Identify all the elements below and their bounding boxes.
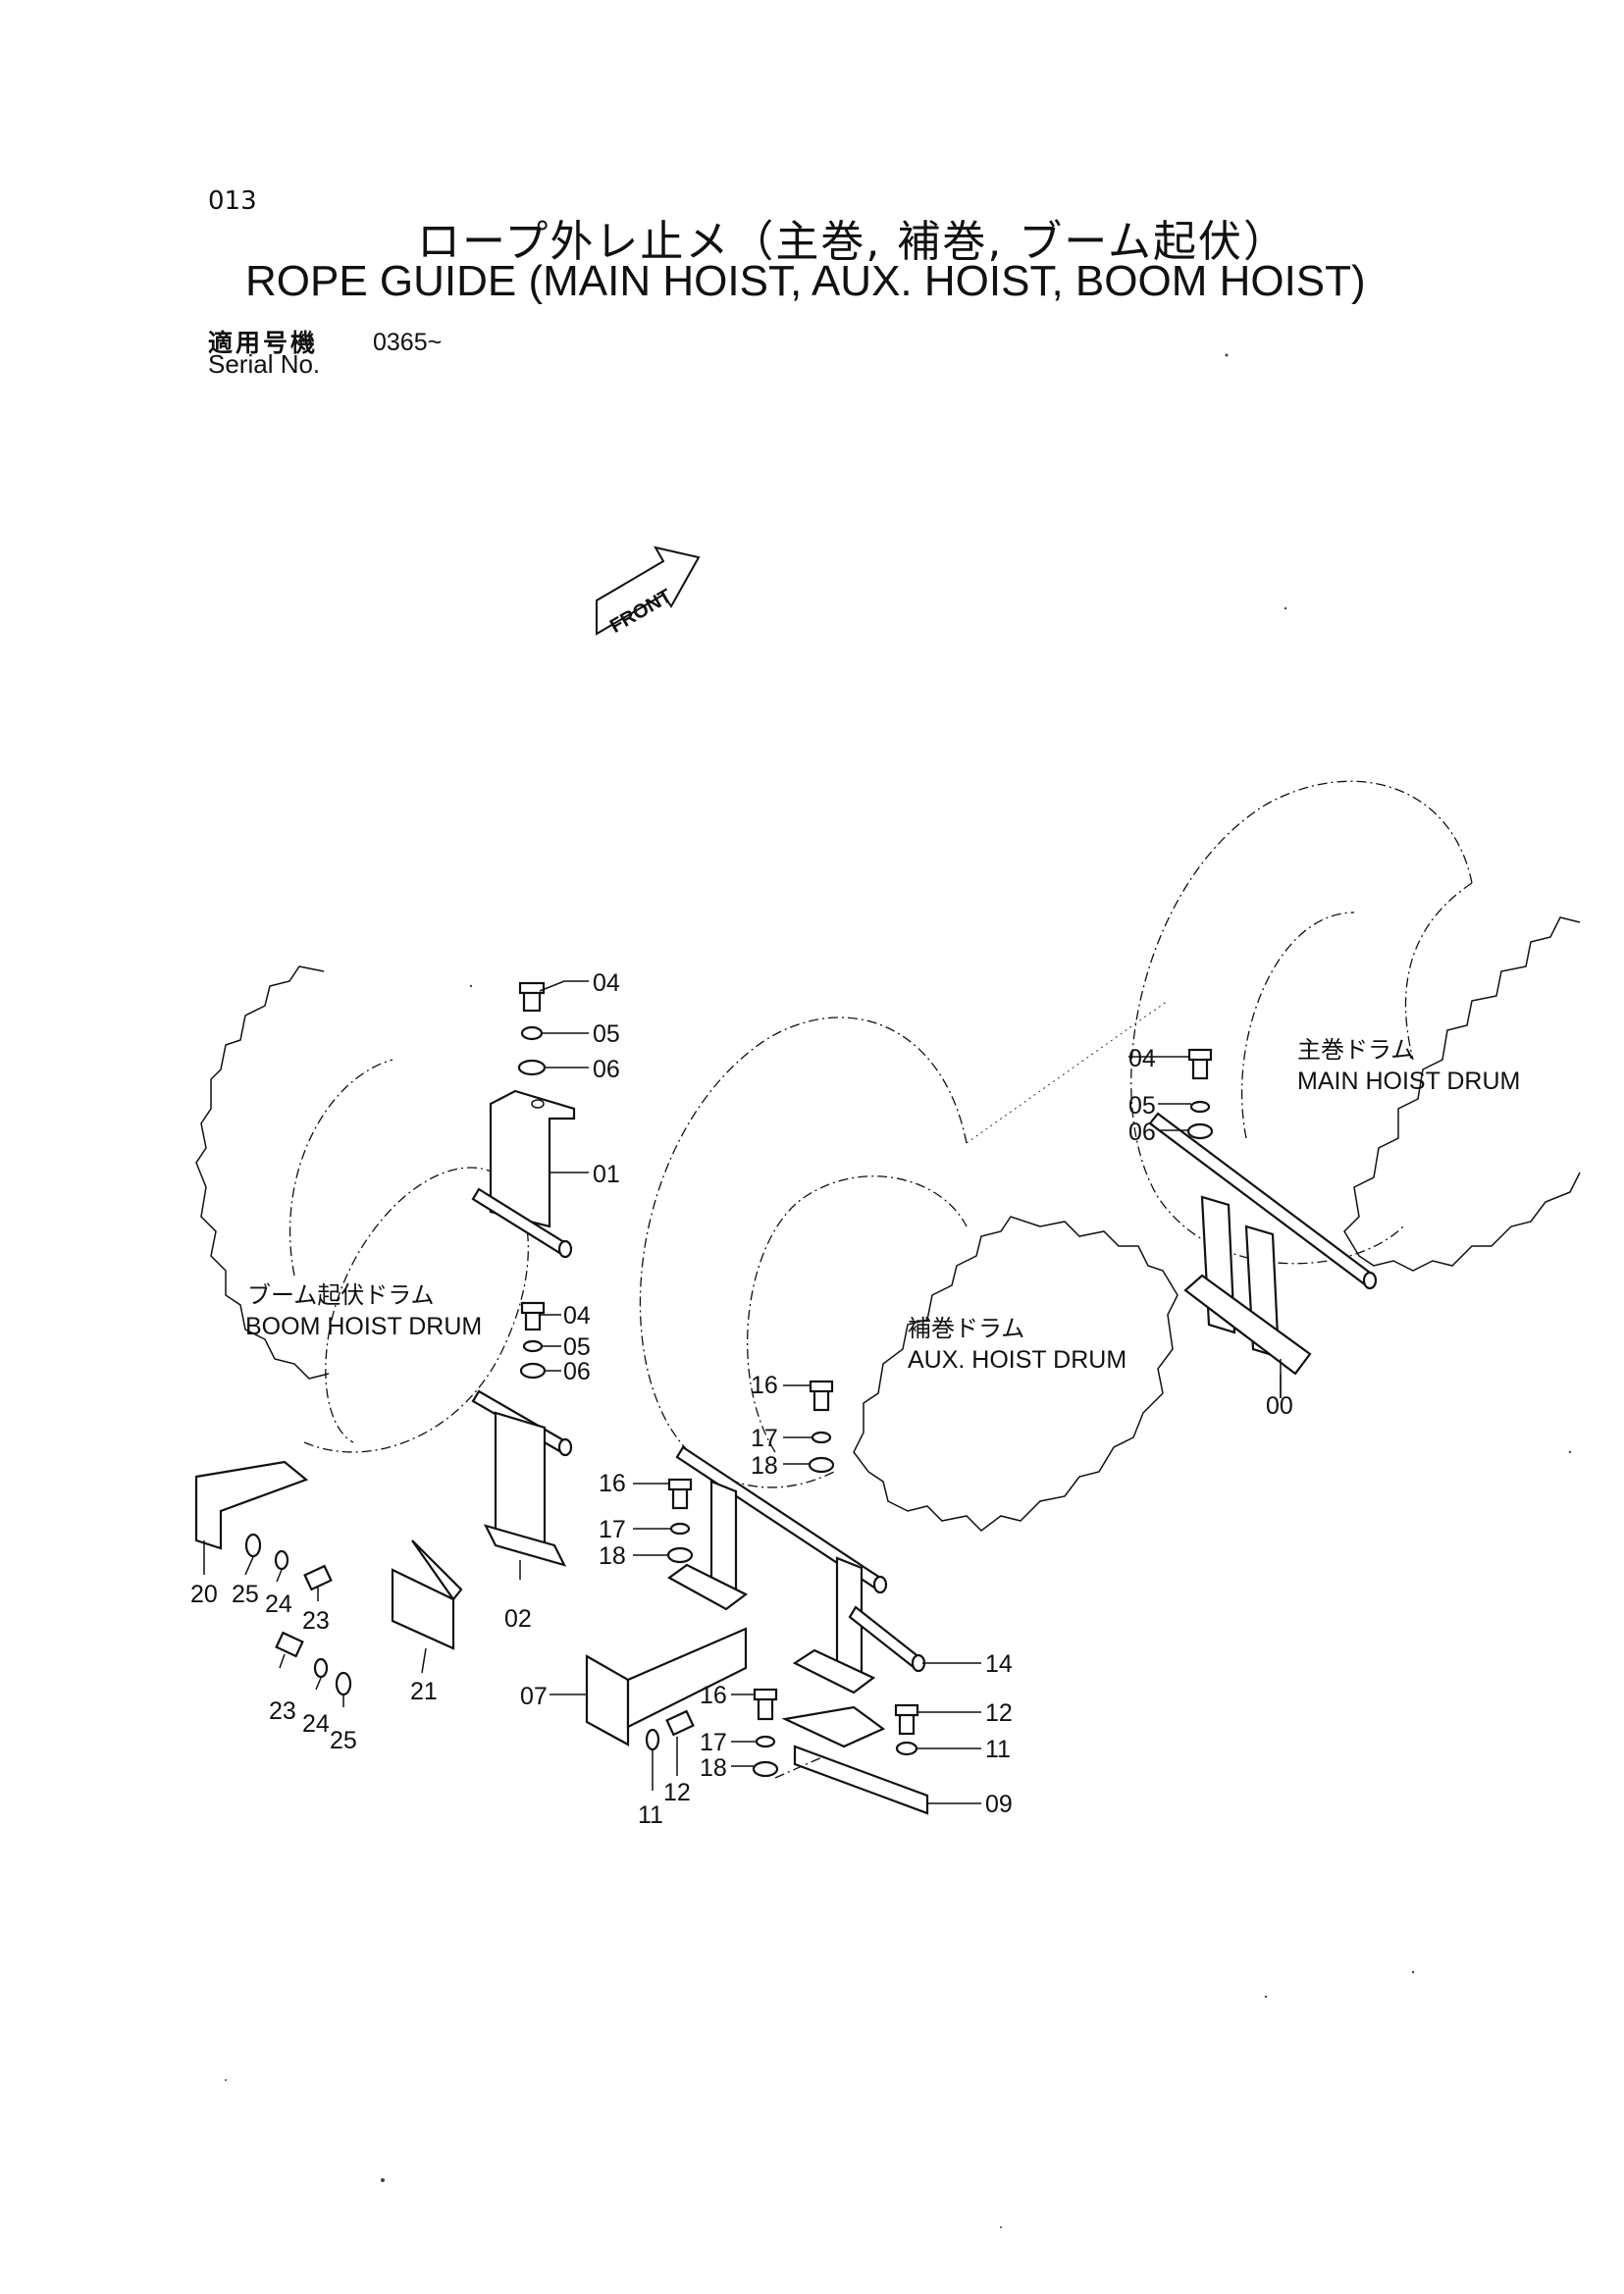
part-number-18-lower: 18 [700,1754,727,1782]
washer-17-aux-icon [811,1431,832,1444]
washer-24-upper-icon [274,1549,289,1571]
front-arrow-icon: FRONT [596,546,701,638]
rope-guide-bracket-boom-upper [471,1089,576,1259]
scan-speckles [225,353,1572,2228]
bolt-16-left-icon [667,1478,693,1510]
part-number-12-right: 12 [985,1699,1013,1727]
main-drum-label-en: MAIN HOIST DRUM [1297,1068,1520,1095]
part-number-04-lower: 04 [563,1302,591,1329]
part-number-24-lower: 24 [302,1710,330,1738]
part-number-17-left: 17 [599,1516,626,1543]
aux-drum-label-ja: 補巻ドラム [908,1315,1024,1342]
washer-06-upper-icon [517,1059,547,1076]
part-number-18-aux: 18 [751,1452,778,1480]
part-number-18-left: 18 [599,1542,626,1570]
boom-drum-label-ja: ブーム起伏ドラム [247,1281,435,1309]
part-number-00: 00 [1266,1392,1293,1420]
bolt-12-left-icon [665,1709,695,1737]
washer-24-lower-icon [313,1657,329,1679]
part-number-23-lower: 23 [269,1697,296,1725]
bolt-04-main-icon [1187,1048,1213,1080]
boom-hoist-drum: ブーム起伏ドラム BOOM HOIST DRUM [195,965,529,1453]
washer-17-left-icon [669,1522,691,1536]
part-number-11-left: 11 [638,1801,663,1829]
rope-guide-bracket-boom-lower [471,1389,573,1567]
washer-18-lower-icon [752,1760,779,1778]
washer-05-lower-icon [522,1339,544,1353]
washer-18-aux-icon [808,1456,835,1474]
part-number-04-main: 04 [1128,1045,1156,1072]
bracket-20 [194,1460,309,1550]
washer-06-lower-icon [519,1362,547,1380]
part-number-05-lower: 05 [563,1333,591,1361]
part-number-16-aux: 16 [751,1372,778,1399]
part-number-06-lower: 06 [563,1358,591,1385]
bolt-16-aux-icon [809,1380,834,1412]
bolt-04-upper-icon [518,981,546,1013]
part-number-01: 01 [593,1161,620,1188]
front-label: FRONT [606,585,676,637]
part-number-09: 09 [985,1791,1013,1818]
part-number-12-left: 12 [663,1779,691,1806]
leader-lines [203,980,1282,1804]
part-number-23-upper: 23 [302,1607,330,1635]
bolt-12-right-icon [894,1703,919,1736]
serial-label-english: Serial No. [208,349,321,379]
washer-05-upper-icon [520,1025,544,1041]
washer-18-left-icon [666,1546,694,1564]
washer-05-main-icon [1189,1100,1211,1114]
bolt-23-upper-icon [303,1564,333,1591]
part-number-11-right: 11 [985,1736,1011,1763]
bolt-16-lower-icon [753,1688,778,1721]
part-number-24-upper: 24 [265,1590,292,1618]
main-hoist-drum: 主巻ドラム MAIN HOIST DRUM [966,780,1581,1272]
part-number-17-lower: 17 [700,1729,727,1756]
part-number-17-aux: 17 [751,1425,778,1452]
aux-drum-label-en: AUX. HOIST DRUM [908,1346,1126,1374]
part-number-04-upper: 04 [593,969,620,997]
part-number-20: 20 [190,1581,218,1608]
part-number-05-main: 05 [1128,1092,1156,1120]
part-number-05-upper: 05 [593,1020,620,1048]
part-number-14: 14 [985,1650,1013,1678]
part-number-07: 07 [520,1683,548,1710]
page-number: 013 [208,186,257,216]
washer-17-lower-icon [755,1735,776,1748]
main-drum-label-ja: 主巻ドラム [1297,1036,1414,1064]
part-number-06-main: 06 [1128,1119,1156,1146]
part-number-16-left: 16 [599,1470,626,1497]
bracket-21 [391,1539,463,1650]
aux-hoist-drum: 補巻ドラム AUX. HOIST DRUM [639,1017,1179,1532]
serial-value: 0365~ [373,329,443,356]
washer-25-lower-icon [335,1671,352,1696]
washer-06-main-icon [1186,1122,1214,1140]
part-number-16-lower: 16 [700,1682,727,1709]
title-english: ROPE GUIDE (MAIN HOIST, AUX. HOIST, BOOM… [245,257,1366,305]
washer-11-right-icon [895,1741,918,1756]
part-number-25-lower: 25 [330,1727,357,1754]
title-japanese: ロープ外レ止メ（主巻, 補巻, ブーム起伏） [417,217,1288,267]
serial-label-japanese: 適用号機 [208,329,319,357]
bolt-23-lower-icon [275,1631,304,1658]
bolt-04-lower-icon [520,1301,546,1331]
part-number-25-upper: 25 [232,1581,259,1608]
washer-25-upper-icon [244,1533,262,1558]
rope-guide-bracket-main [1148,1112,1378,1398]
part-number-02: 02 [504,1605,532,1633]
boom-drum-label-en: BOOM HOIST DRUM [245,1313,482,1340]
part-number-21: 21 [410,1678,438,1705]
rope-guide-assembly-aux [585,1445,929,1815]
washer-11-left-icon [645,1728,660,1751]
part-number-06-upper: 06 [593,1056,620,1083]
